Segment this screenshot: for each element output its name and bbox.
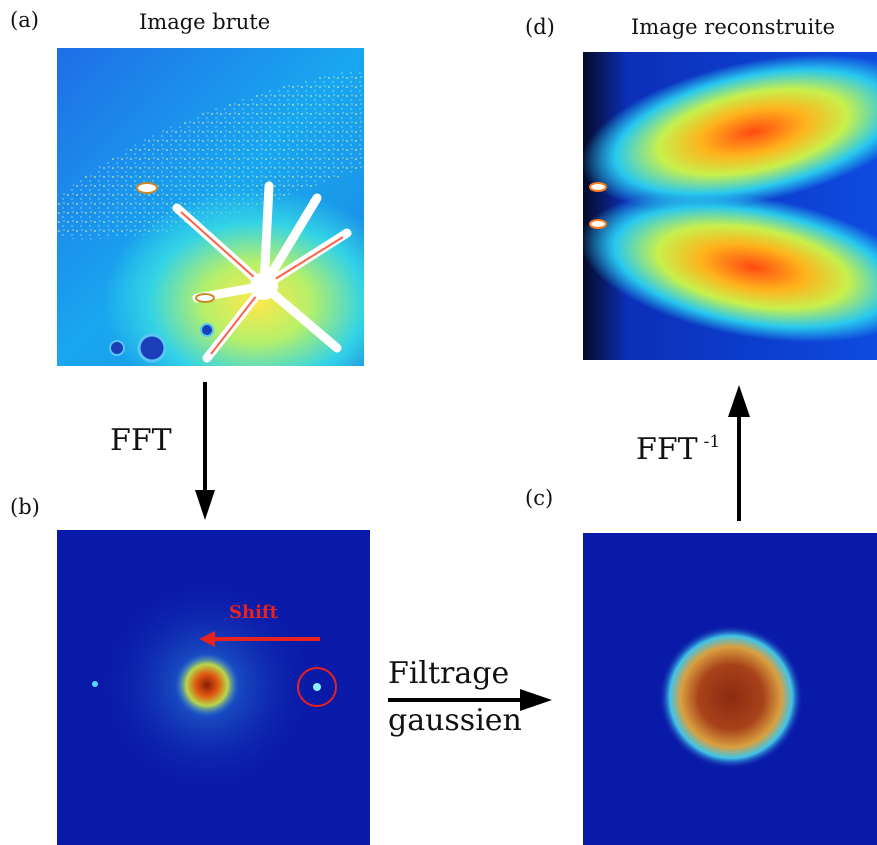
panel-d-tag: (d)	[525, 15, 555, 39]
panel-d-title: Image reconstruite	[631, 15, 836, 39]
fft-label: FFT	[110, 423, 172, 458]
panel-a-tag: (a)	[10, 8, 39, 32]
reconstructed-image	[583, 52, 877, 360]
filtered-spectrum-panel	[583, 533, 877, 845]
inverse-fft-label: FFT-1	[636, 434, 720, 465]
panel-b-tag: (b)	[10, 495, 40, 519]
raw-image	[57, 48, 364, 366]
side-frequency-peak	[313, 683, 321, 691]
inverse-fft-base: FFT	[636, 432, 698, 467]
inverse-fft-exponent: -1	[703, 432, 721, 452]
filter-label-line1: Filtrage	[388, 656, 510, 691]
fft-spectrum	[57, 530, 370, 845]
filtered-spectrum	[583, 533, 877, 845]
central-frequency-peak	[175, 653, 239, 717]
inverse-fft-arrow	[728, 385, 750, 521]
panel-c-tag: (c)	[525, 486, 554, 510]
filter-label-line2: gaussien	[388, 703, 522, 738]
upper-jet-lobe	[583, 54, 877, 210]
fft-arrow	[195, 382, 215, 520]
filter-arrow	[388, 689, 552, 711]
reconstructed-image-panel	[583, 52, 877, 360]
fft-spectrum-panel: Shift	[57, 530, 370, 845]
panel-a-title: Image brute	[139, 10, 271, 34]
raw-image-panel	[57, 48, 364, 366]
shift-annotation: Shift	[229, 602, 278, 623]
selected-peak-circle	[297, 667, 337, 707]
gaussian-filtered-peak	[659, 625, 803, 769]
lower-jet-lobe	[583, 191, 877, 343]
